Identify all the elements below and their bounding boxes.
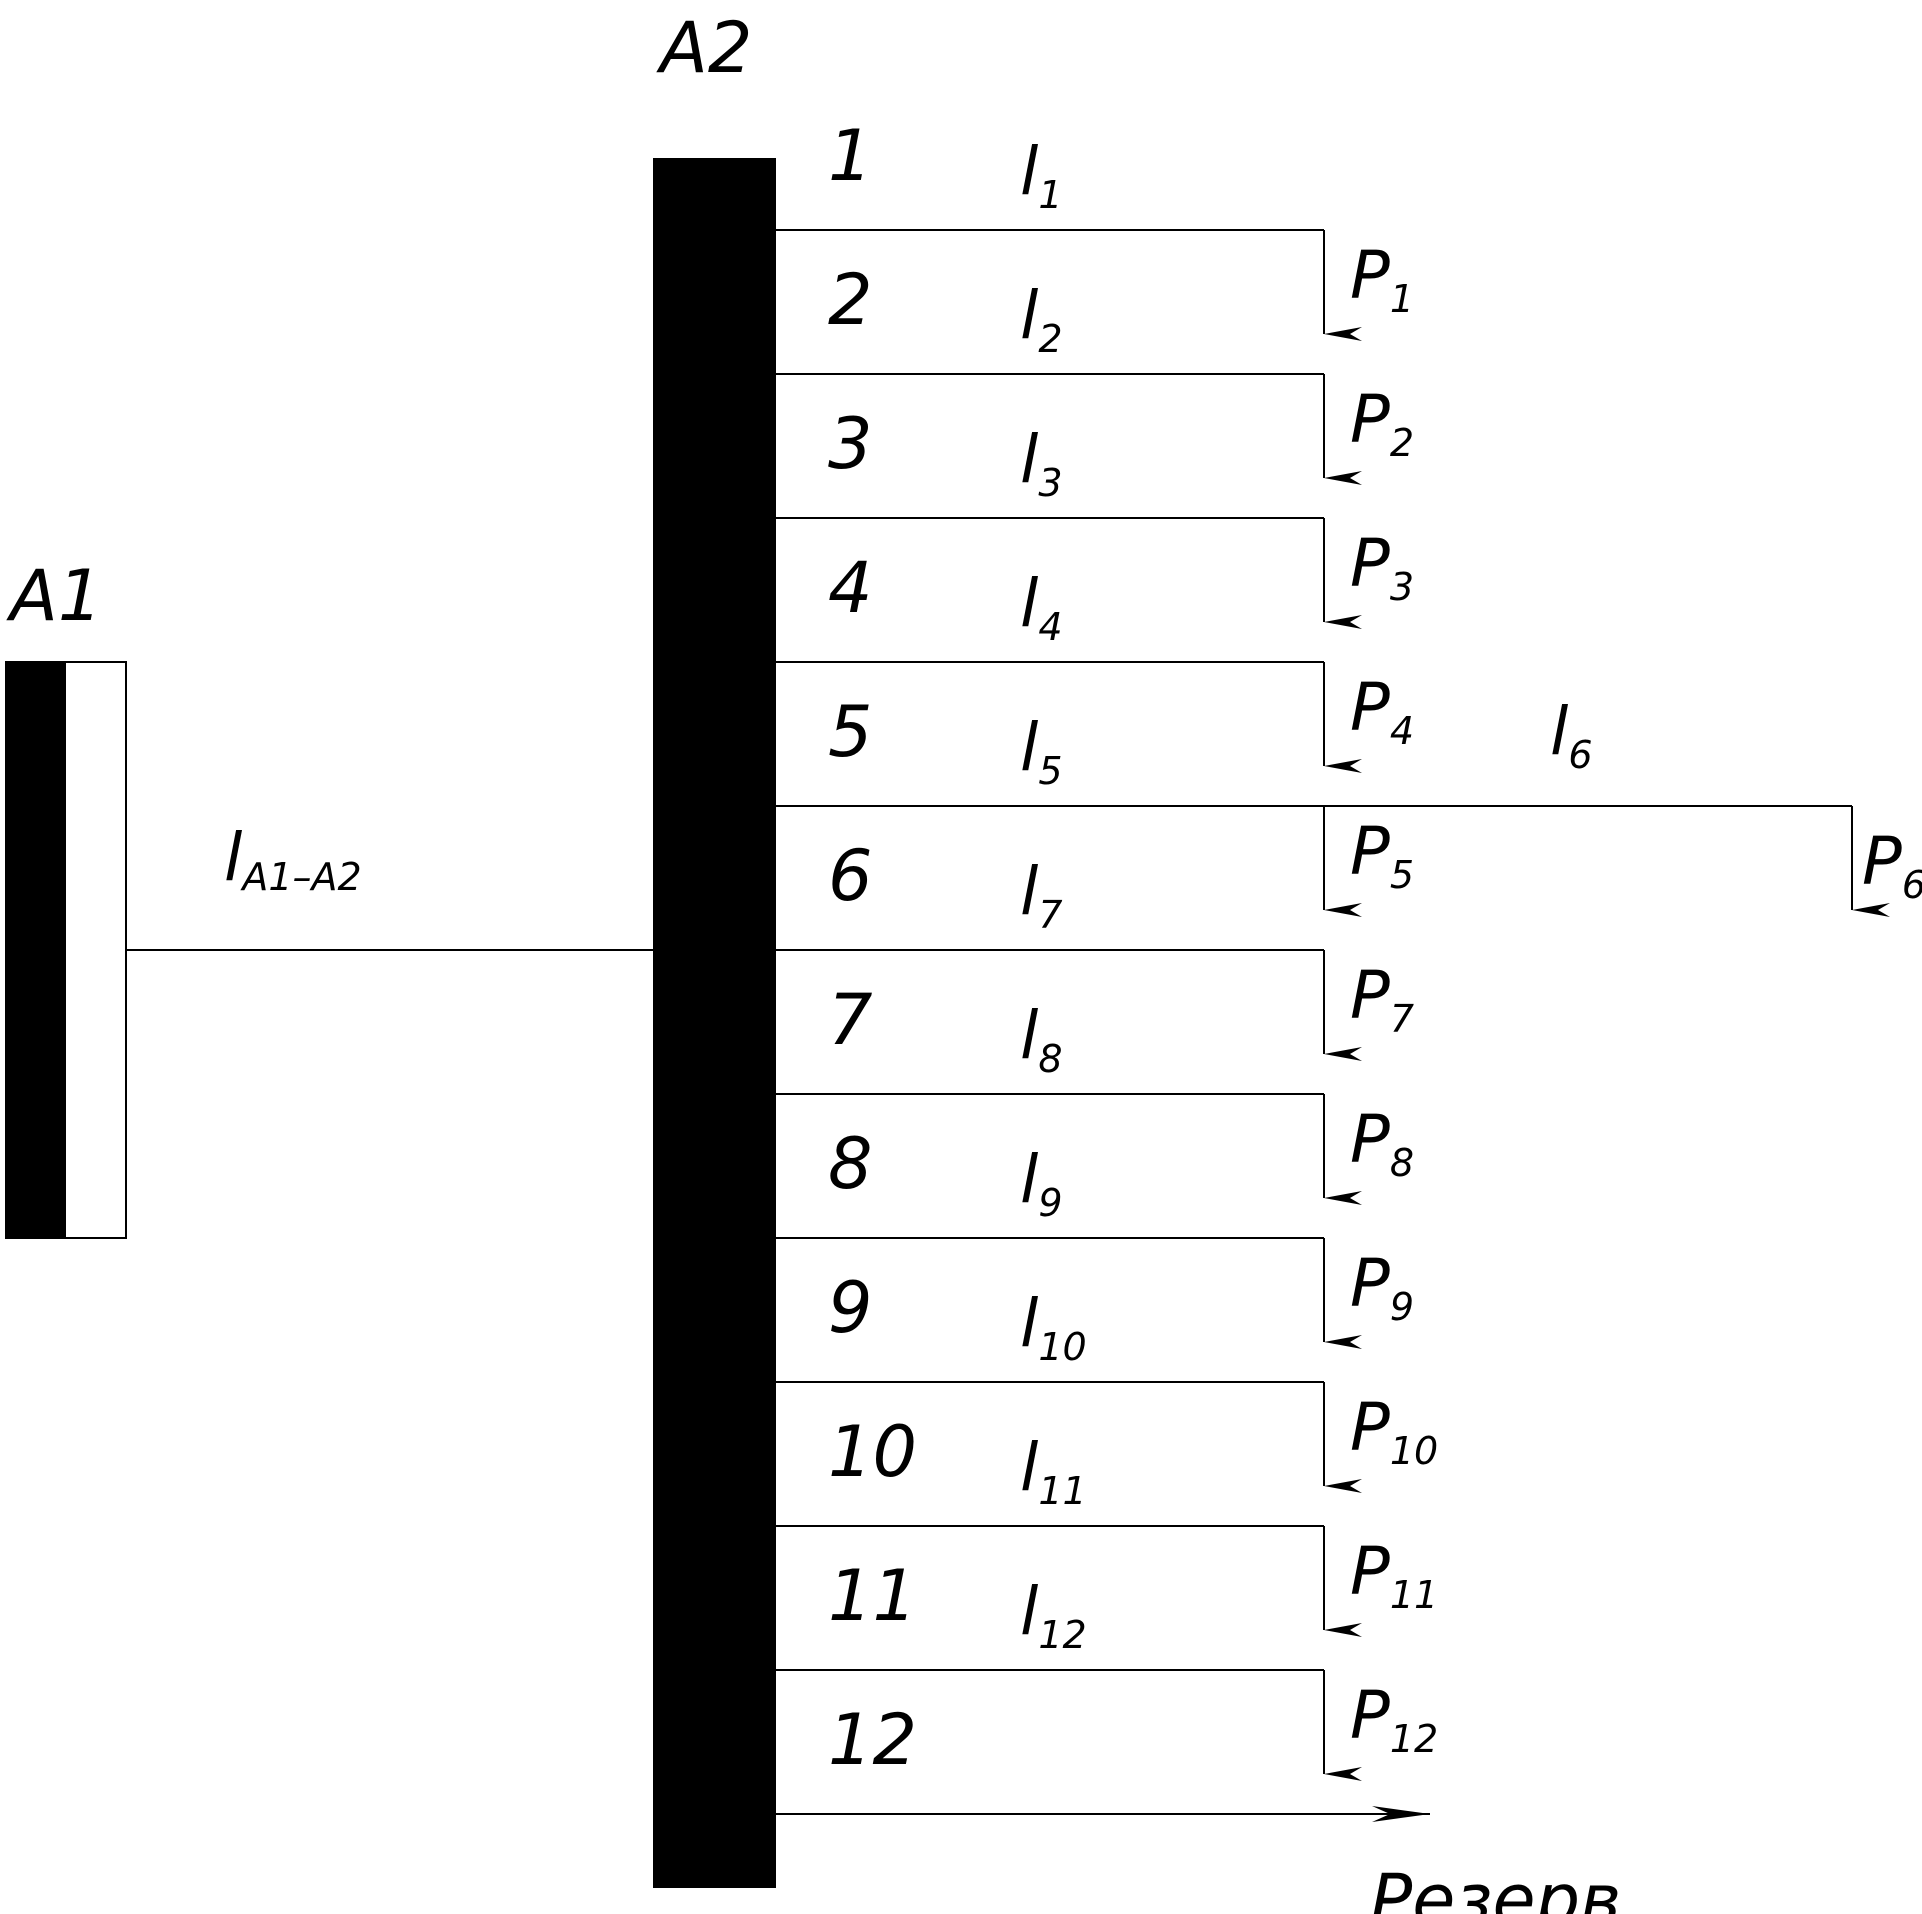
line-number-label: 8 (828, 1123, 873, 1205)
panel-a1: A1 (5, 555, 127, 1239)
line-length-label: l2 (1020, 277, 1063, 361)
branch-length-label: l6 (1550, 693, 1593, 777)
outgoing-lines: 1l1P12l2P23l3P34l4P45l5P5l6P66l7P77l8P88… (776, 115, 1922, 1914)
panel-a2-label: A2 (656, 7, 752, 89)
line-length-label: l11 (1020, 1429, 1087, 1513)
line-number-label: 4 (828, 547, 873, 629)
line-length-label: l10 (1020, 1285, 1087, 1369)
feeder-subscript: A1–A2 (239, 855, 361, 899)
load-label: P3 (1350, 525, 1414, 609)
panel-a1-filled-half (6, 662, 66, 1238)
load-label: P1 (1350, 237, 1414, 321)
load-label: P7 (1350, 957, 1414, 1041)
line-length-label: l9 (1020, 1141, 1063, 1225)
line-number-label: 11 (828, 1555, 917, 1637)
line-length-label: l7 (1020, 853, 1063, 937)
line-length-label: l4 (1020, 565, 1063, 649)
panel-a2: A2 (653, 7, 776, 1888)
line-length-label: l3 (1020, 421, 1063, 505)
line-length-label: l8 (1020, 997, 1063, 1081)
branch-load-label: P6 (1862, 823, 1922, 907)
load-label: P4 (1350, 669, 1414, 753)
panel-a1-label: A1 (6, 555, 102, 637)
load-label: P10 (1350, 1389, 1438, 1473)
line-number-label: 9 (828, 1267, 873, 1349)
line-number-label: 7 (828, 979, 873, 1061)
feeder-symbol: l (224, 819, 243, 896)
feeder-a1-a2: lA1–A2 (126, 819, 653, 951)
load-label: P12 (1350, 1677, 1438, 1761)
load-label: P2 (1350, 381, 1414, 465)
line-number-label: 3 (828, 403, 873, 485)
line-length-label: l1 (1020, 133, 1063, 217)
line-number-label: 12 (828, 1699, 917, 1781)
panel-a2-busbar (653, 158, 776, 1888)
line-length-label: l5 (1020, 709, 1063, 793)
reserve-label: Резерв (1370, 1859, 1621, 1914)
line-length-label: l12 (1020, 1573, 1087, 1657)
line-number-label: 10 (828, 1411, 917, 1493)
line-number-label: 1 (828, 115, 873, 197)
load-label: P5 (1350, 813, 1414, 897)
load-label: P8 (1350, 1101, 1414, 1185)
line-number-label: 5 (828, 691, 873, 773)
load-label: P11 (1350, 1533, 1438, 1617)
feeder-a1-a2-label: lA1–A2 (224, 819, 362, 899)
line-number-label: 2 (828, 259, 873, 341)
load-label: P9 (1350, 1245, 1414, 1329)
line-number-label: 6 (828, 835, 873, 917)
